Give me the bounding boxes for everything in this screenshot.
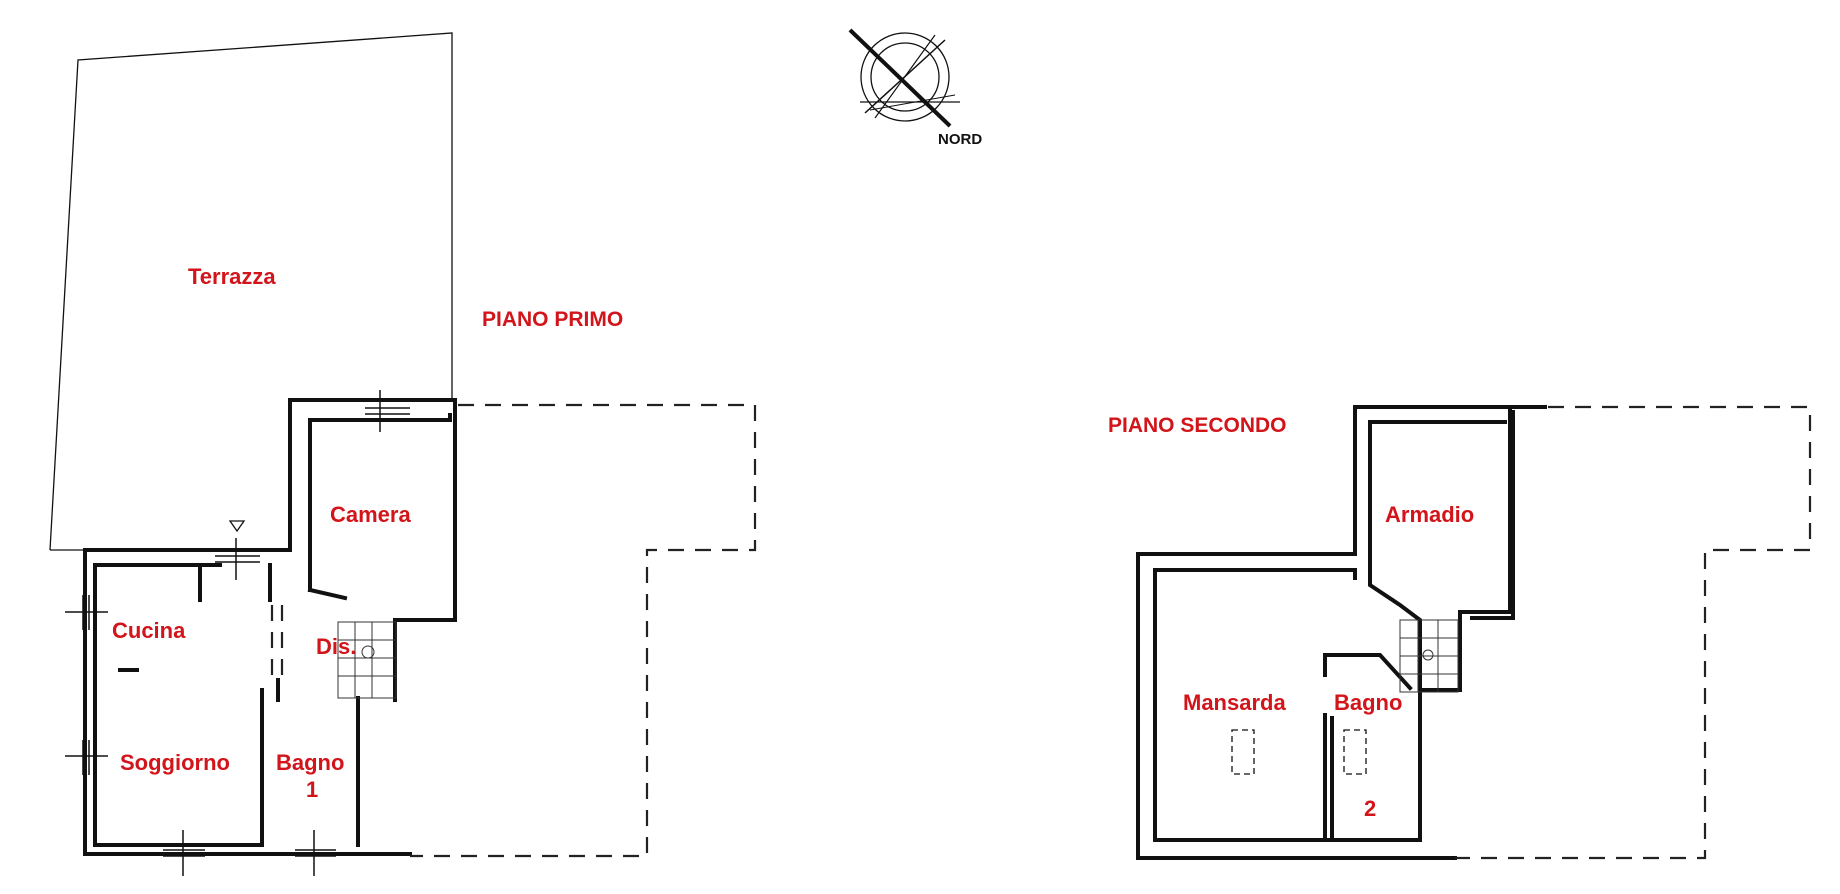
- terrace-outline: [49, 32, 453, 551]
- room-label-terrazza: Terrazza: [188, 264, 276, 289]
- room-label-bagno-2-number: 2: [1364, 796, 1376, 821]
- skylight-icon: [1343, 729, 1367, 775]
- room-label-mansarda: Mansarda: [1183, 690, 1286, 715]
- entrance-arrow-icon: [228, 520, 246, 533]
- second-floor-stair-icon: [1399, 619, 1459, 693]
- room-label-bagno-1: Bagno: [276, 750, 344, 775]
- first-floor-stair-icon: [337, 621, 397, 699]
- camera-east-wall: [393, 398, 457, 702]
- floor-label-piano-secondo: PIANO SECONDO: [1108, 414, 1287, 437]
- room-label-soggiorno: Soggiorno: [120, 750, 230, 775]
- second-floor-plan: [1136, 405, 1812, 860]
- first-floor-north-walls: [83, 398, 457, 552]
- room-label-camera: Camera: [330, 502, 411, 527]
- room-label-armadio: Armadio: [1385, 502, 1474, 527]
- room-label-dis: Dis.: [316, 634, 356, 659]
- first-floor-plan: [49, 32, 757, 876]
- room-label-bagno-1-number: 1: [306, 777, 318, 802]
- second-floor-west-south-walls: [1136, 552, 1457, 860]
- second-floor-north-walls: [1136, 405, 1547, 556]
- room-label-bagno-2: Bagno: [1334, 690, 1402, 715]
- floor-label-piano-primo: PIANO PRIMO: [482, 308, 623, 331]
- north-label: NORD: [938, 131, 982, 148]
- first-floor-west-south-walls: [83, 548, 412, 856]
- north-compass-icon: [848, 28, 960, 128]
- room-label-cucina: Cucina: [112, 618, 186, 643]
- skylight-icon: [1231, 729, 1255, 775]
